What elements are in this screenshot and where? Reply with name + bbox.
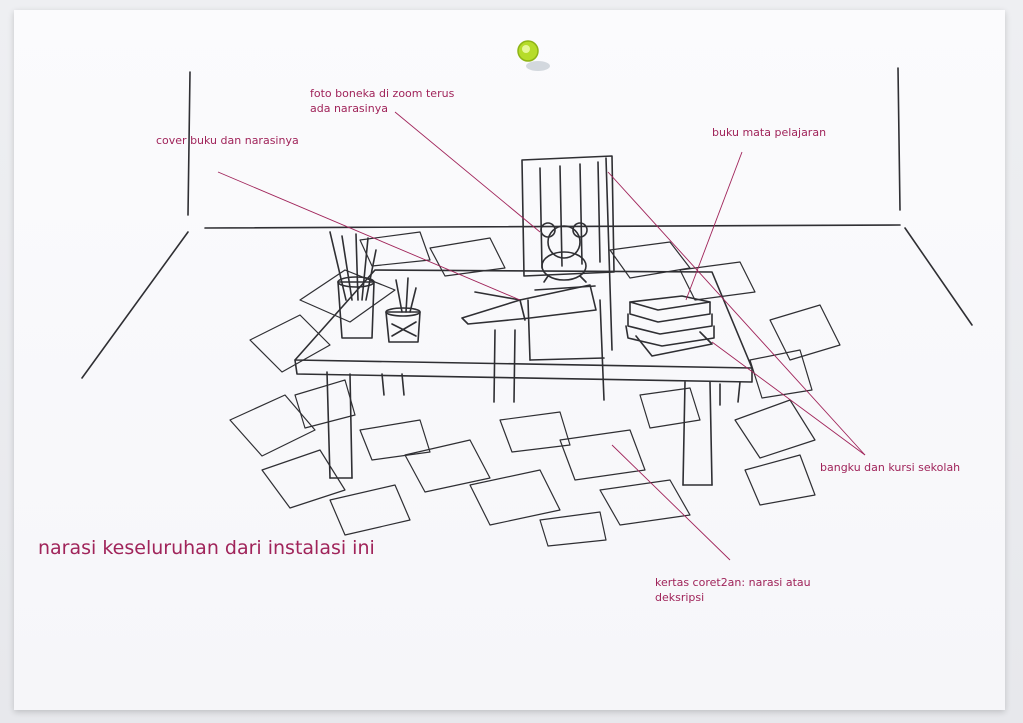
annotation-doll-photo: foto boneka di zoom terus ada narasinya: [310, 86, 454, 116]
scrap-papers: [230, 232, 840, 546]
annotation-scrap-paper-line-1: kertas coret2an: narasi atau: [655, 575, 811, 590]
annotation-overall-narration: narasi keseluruhan dari instalasi ini: [38, 537, 375, 559]
room-walls: [82, 68, 972, 378]
pencil-cup: [386, 278, 420, 342]
textbook-stack: [626, 296, 714, 356]
annotation-scrap-paper-line-2: deksripsi: [655, 590, 811, 605]
push-pin-icon: [510, 38, 550, 78]
annotation-doll-photo-line-1: foto boneka di zoom terus: [310, 86, 454, 101]
annotation-book-cover: cover buku dan narasinya: [156, 133, 299, 148]
leader-lines: [218, 112, 865, 560]
annotation-desk-chair: bangku dan kursi sekolah: [820, 460, 960, 475]
school-desk: [295, 270, 752, 485]
annotation-doll-photo-line-2: ada narasinya: [310, 101, 454, 116]
brush-jar: [330, 232, 376, 338]
annotation-scrap-paper: kertas coret2an: narasi atau deksripsi: [655, 575, 811, 605]
open-book: [462, 285, 596, 324]
annotation-textbooks: buku mata pelajaran: [712, 125, 826, 140]
school-chair: [522, 156, 614, 400]
